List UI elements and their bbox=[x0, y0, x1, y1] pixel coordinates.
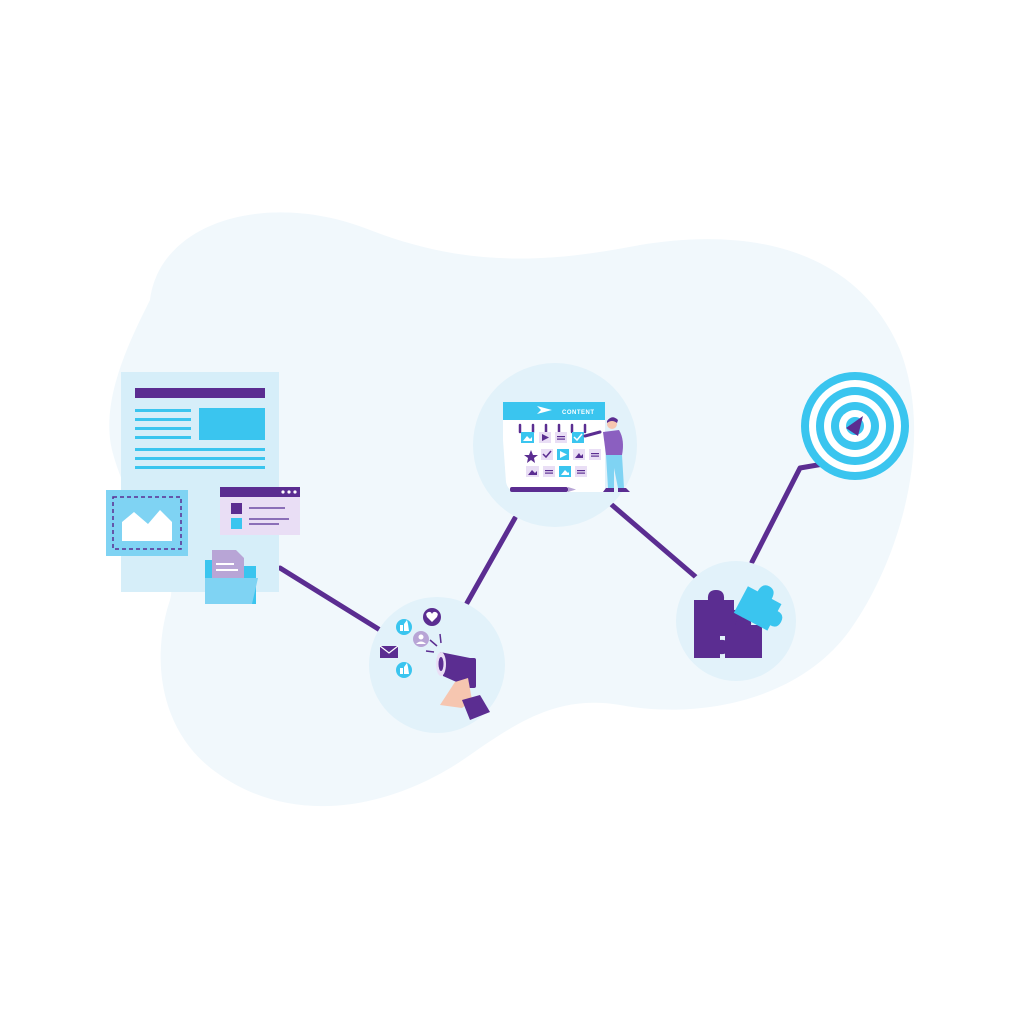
puzzle-icon bbox=[694, 585, 783, 658]
document-icon bbox=[121, 372, 279, 592]
user-icon bbox=[413, 631, 429, 647]
heart-icon bbox=[423, 608, 441, 626]
megaphone-icon bbox=[425, 633, 490, 720]
journey-path bbox=[464, 515, 518, 606]
trend-arrow-head-icon bbox=[846, 416, 863, 436]
person-icon bbox=[583, 417, 630, 492]
thumbs-up-icon bbox=[396, 662, 412, 678]
browser-window-icon bbox=[220, 487, 300, 535]
journey-path bbox=[277, 565, 383, 633]
calendar-label: CONTENT bbox=[562, 410, 595, 416]
folder-icon bbox=[205, 550, 258, 604]
journey-path bbox=[609, 502, 700, 581]
mail-icon bbox=[379, 645, 399, 658]
calendar-icon: CONTENT bbox=[503, 402, 605, 492]
thumbs-up-icon bbox=[396, 619, 412, 635]
image-icon bbox=[106, 490, 188, 556]
